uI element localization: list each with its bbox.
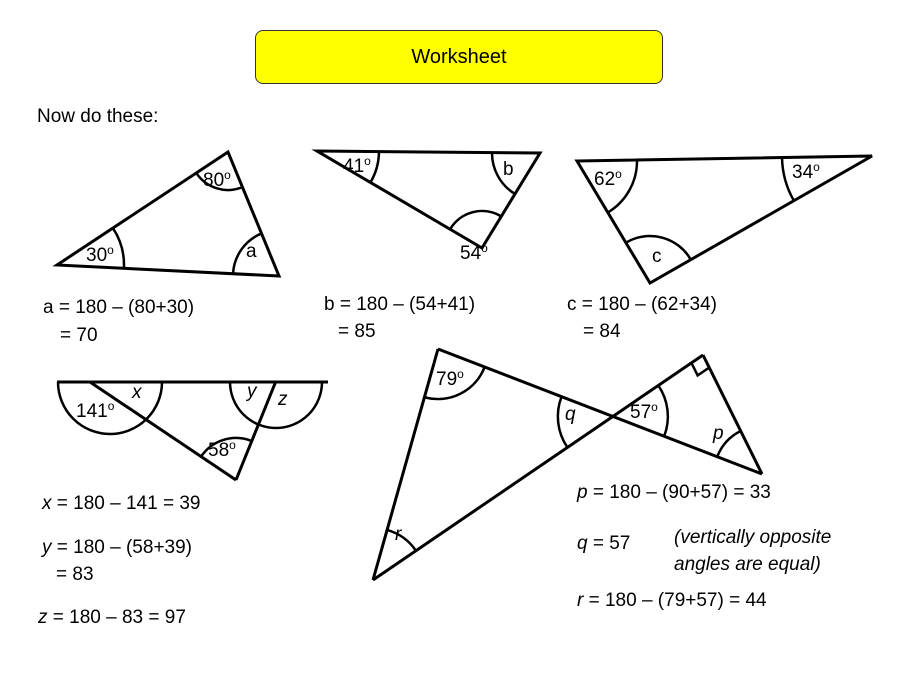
answer-c-line1: c = 180 – (62+34)	[567, 294, 717, 315]
triangle-2	[311, 149, 543, 251]
t4-unknown-y: y	[245, 381, 258, 402]
answer-y: y = 180 – (58+39)	[42, 537, 192, 559]
answer-p: p = 180 – (90+57) = 33	[577, 482, 771, 504]
var-p: p	[577, 482, 588, 503]
t1-unknown-a: a	[246, 241, 257, 262]
answer-z-text: = 180 – 83 = 97	[47, 607, 186, 628]
answer-a-line2: = 70	[60, 325, 98, 346]
answer-p-text: = 180 – (90+57) = 33	[587, 482, 771, 503]
answer-a-line1: a = 180 – (80+30)	[43, 297, 195, 318]
answer-c-line2: = 84	[583, 321, 621, 342]
triangle-1	[52, 149, 282, 278]
var-x: x	[42, 493, 52, 514]
answer-x-text: = 180 – 141 = 39	[51, 493, 201, 514]
t5-angle-57: 57o	[630, 400, 658, 423]
answer-z: z = 180 – 83 = 97	[38, 607, 186, 629]
t4-unknown-z: z	[277, 389, 288, 410]
t4-angle-58: 58o	[208, 438, 236, 461]
t2-angle-41: 41o	[343, 154, 371, 177]
angle-arc-p	[716, 429, 742, 458]
title-text: Worksheet	[411, 45, 507, 68]
t4-angle-141: 141o	[76, 399, 115, 422]
angle-arc-58	[200, 436, 253, 458]
note-line1: (vertically opposite	[674, 527, 832, 548]
angle-arc-141-x	[56, 381, 164, 436]
transversal-1	[89, 380, 237, 482]
t1-angle-30: 30o	[86, 243, 114, 266]
angle-arc-a	[231, 232, 262, 274]
angle-arc-y-z	[228, 381, 324, 430]
t3-angle-62: 62o	[594, 167, 622, 190]
t3-unknown-c: c	[652, 246, 662, 267]
t1-angle-80: 80o	[203, 168, 231, 191]
angle-arc-q	[556, 396, 569, 449]
note-line2: angles are equal)	[674, 554, 821, 575]
angle-arc-57	[657, 384, 670, 437]
var-r: r	[577, 590, 584, 611]
angle-arc-54	[449, 209, 502, 230]
answer-r-text: = 180 – (79+57) = 44	[583, 590, 767, 611]
angle-arc-30	[111, 227, 126, 269]
t2-unknown-b: b	[503, 159, 514, 180]
angle-arc-r	[386, 528, 417, 552]
title-banner: Worksheet	[255, 30, 663, 84]
answer-q: q = 57	[577, 533, 630, 555]
line-2	[372, 353, 704, 582]
angle-arc-41	[369, 151, 381, 184]
t5-unknown-r: r	[395, 524, 402, 545]
line-1	[437, 347, 763, 476]
t5-angle-79: 79o	[436, 367, 464, 390]
answer-q-text: = 57	[587, 533, 631, 554]
answer-y-text: = 180 – (58+39)	[51, 537, 192, 558]
side-right	[701, 354, 764, 475]
angle-arc-c	[625, 234, 692, 261]
angle-arc-34	[780, 157, 795, 202]
triangle-3	[574, 154, 873, 286]
angle-arc-79	[424, 366, 486, 401]
answer-x: x = 180 – 141 = 39	[42, 493, 200, 515]
answer-b-line1: b = 180 – (54+41)	[324, 294, 476, 315]
angle-arc-62	[607, 159, 639, 214]
var-z: z	[38, 607, 48, 628]
instruction: Now do these:	[37, 106, 159, 127]
angle-arc-b	[490, 152, 516, 196]
angle-arc-80	[195, 172, 243, 192]
answer-b-line2: = 85	[338, 321, 376, 342]
t5-unknown-q: q	[565, 404, 576, 425]
side-left	[371, 348, 440, 581]
var-q: q	[577, 533, 588, 554]
t4-unknown-x: x	[131, 382, 143, 403]
answer-y-line2: = 83	[56, 564, 94, 585]
t5-unknown-p: p	[712, 423, 724, 444]
t2-angle-54: 54o	[460, 241, 488, 264]
t3-angle-34: 34o	[792, 160, 820, 183]
var-y: y	[42, 537, 52, 558]
right-angle-mark	[690, 362, 710, 378]
answer-r: r = 180 – (79+57) = 44	[577, 590, 767, 612]
transversal-2	[234, 380, 278, 481]
